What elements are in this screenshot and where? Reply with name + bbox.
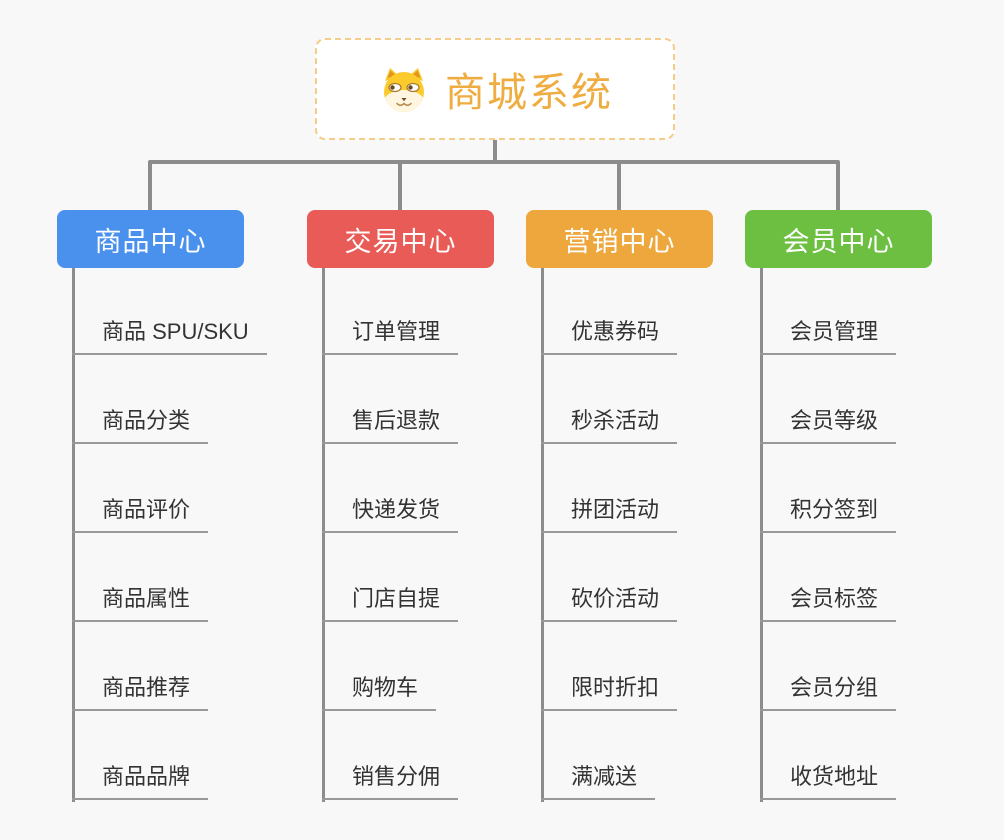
leaf-item[interactable]: 商品推荐 bbox=[72, 670, 209, 711]
leaf-item[interactable]: 商品评价 bbox=[72, 492, 209, 533]
connector-trunk-branch-3 bbox=[541, 268, 544, 802]
connector-trunk-branch-2 bbox=[322, 268, 325, 802]
leaf-item[interactable]: 售后退款 bbox=[322, 403, 459, 444]
connector-stub-branch-1 bbox=[148, 162, 152, 210]
leaf-item[interactable]: 会员管理 bbox=[760, 314, 897, 355]
leaf-item[interactable]: 积分签到 bbox=[760, 492, 897, 533]
leaf-item[interactable]: 商品属性 bbox=[72, 581, 209, 622]
leaf-item[interactable]: 商品 SPU/SKU bbox=[72, 314, 267, 355]
dog-icon bbox=[384, 67, 424, 112]
leaf-item[interactable]: 快递发货 bbox=[322, 492, 459, 533]
branch-header-product-center[interactable]: 商品中心 bbox=[57, 210, 244, 268]
leaf-item[interactable]: 销售分佣 bbox=[322, 759, 459, 800]
leaf-item[interactable]: 订单管理 bbox=[322, 314, 459, 355]
branch-items-marketing-center: 优惠券码 秒杀活动 拼团活动 砍价活动 限时折扣 满减送 bbox=[541, 266, 678, 800]
branch-header-trade-center[interactable]: 交易中心 bbox=[307, 210, 494, 268]
connector-stub-branch-2 bbox=[398, 162, 402, 210]
branch-items-trade-center: 订单管理 售后退款 快递发货 门店自提 购物车 销售分佣 bbox=[322, 266, 459, 800]
connector-trunk-branch-1 bbox=[72, 268, 75, 802]
connector-horizontal bbox=[148, 160, 840, 164]
connector-stub-branch-4 bbox=[836, 162, 840, 210]
branch-header-marketing-center[interactable]: 营销中心 bbox=[526, 210, 713, 268]
leaf-item[interactable]: 砍价活动 bbox=[541, 581, 678, 622]
leaf-item[interactable]: 商品分类 bbox=[72, 403, 209, 444]
leaf-item[interactable]: 购物车 bbox=[322, 670, 437, 711]
leaf-item[interactable]: 会员等级 bbox=[760, 403, 897, 444]
leaf-item[interactable]: 商品品牌 bbox=[72, 759, 209, 800]
leaf-item[interactable]: 拼团活动 bbox=[541, 492, 678, 533]
leaf-item[interactable]: 收货地址 bbox=[760, 759, 897, 800]
leaf-item[interactable]: 会员分组 bbox=[760, 670, 897, 711]
branch-header-member-center[interactable]: 会员中心 bbox=[745, 210, 932, 268]
connector-stub-branch-3 bbox=[617, 162, 621, 210]
connector-trunk-branch-4 bbox=[760, 268, 763, 802]
leaf-item[interactable]: 秒杀活动 bbox=[541, 403, 678, 444]
root-node[interactable]: 商城系统 bbox=[315, 38, 675, 140]
root-title: 商城系统 bbox=[445, 71, 613, 115]
branch-items-member-center: 会员管理 会员等级 积分签到 会员标签 会员分组 收货地址 bbox=[760, 266, 897, 800]
leaf-item[interactable]: 满减送 bbox=[541, 759, 656, 800]
leaf-item[interactable]: 门店自提 bbox=[322, 581, 459, 622]
leaf-item[interactable]: 限时折扣 bbox=[541, 670, 678, 711]
leaf-item[interactable]: 优惠券码 bbox=[541, 314, 678, 355]
leaf-item[interactable]: 会员标签 bbox=[760, 581, 897, 622]
connector-root-stub bbox=[493, 140, 497, 162]
branch-items-product-center: 商品 SPU/SKU 商品分类 商品评价 商品属性 商品推荐 商品品牌 bbox=[72, 266, 267, 800]
